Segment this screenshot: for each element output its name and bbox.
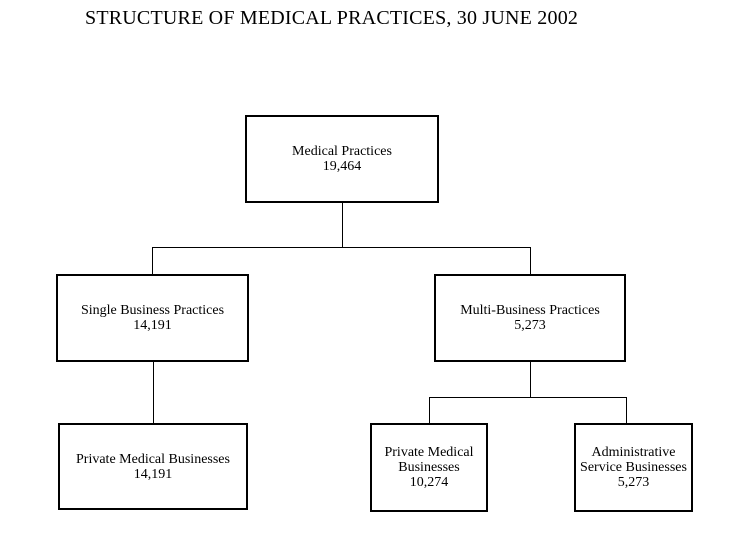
node-multi-business-practices: Multi-Business Practices 5,273 <box>434 274 626 362</box>
connector-multi-down <box>530 362 531 397</box>
chart-title: STRUCTURE OF MEDICAL PRACTICES, 30 JUNE … <box>85 7 579 29</box>
node-value: 19,464 <box>322 159 362 174</box>
connector-level2-horizontal <box>152 247 531 248</box>
node-label: Private Medical Businesses <box>76 451 230 467</box>
node-private-medical-businesses-left: Private Medical Businesses 14,191 <box>58 423 248 510</box>
node-administrative-service-businesses: Administrative Service Businesses 5,273 <box>574 423 693 512</box>
node-label: Administrative Service Businesses <box>580 445 687 475</box>
node-private-medical-businesses-mid: Private Medical Businesses 10,274 <box>370 423 488 512</box>
node-medical-practices: Medical Practices 19,464 <box>245 115 439 203</box>
connector-single-to-child <box>153 362 154 423</box>
node-value: 5,273 <box>617 475 650 490</box>
connector-admin-drop <box>626 397 627 423</box>
node-value: 14,191 <box>133 318 172 333</box>
node-label: Private Medical Businesses <box>384 445 474 475</box>
connector-single-drop <box>152 247 153 274</box>
node-label: Medical Practices <box>292 144 392 159</box>
node-value: 14,191 <box>133 466 173 482</box>
connector-multi-drop <box>530 247 531 274</box>
connector-root-down <box>342 203 343 247</box>
node-label: Single Business Practices <box>80 303 225 318</box>
connector-level3-horizontal <box>429 397 627 398</box>
connector-private-mid-drop <box>429 397 430 423</box>
node-label: Multi-Business Practices <box>460 303 600 318</box>
node-value: 10,274 <box>409 475 449 490</box>
node-single-business-practices: Single Business Practices 14,191 <box>56 274 249 362</box>
node-value: 5,273 <box>514 318 546 333</box>
